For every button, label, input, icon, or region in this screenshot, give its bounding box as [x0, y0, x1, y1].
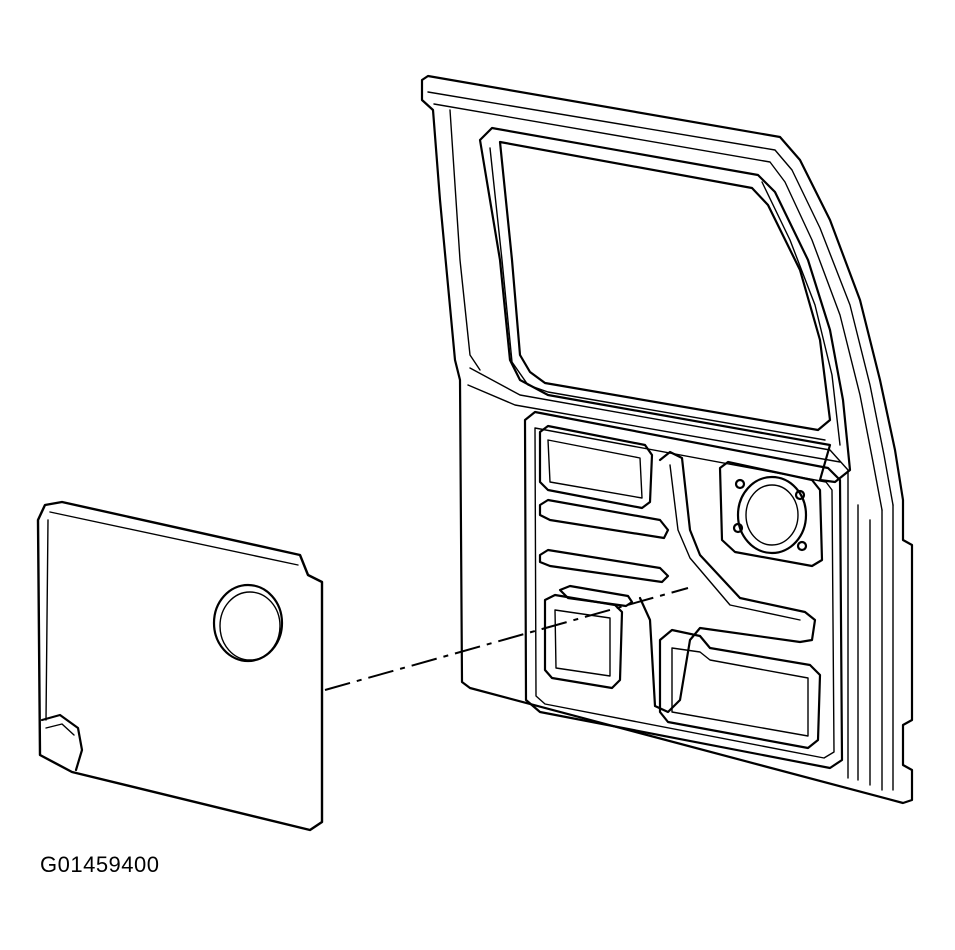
door-frame: [420, 74, 914, 805]
figure-id-label: G01459400: [40, 852, 160, 877]
trim-panel: [36, 500, 324, 832]
leader-line: [324, 587, 689, 691]
